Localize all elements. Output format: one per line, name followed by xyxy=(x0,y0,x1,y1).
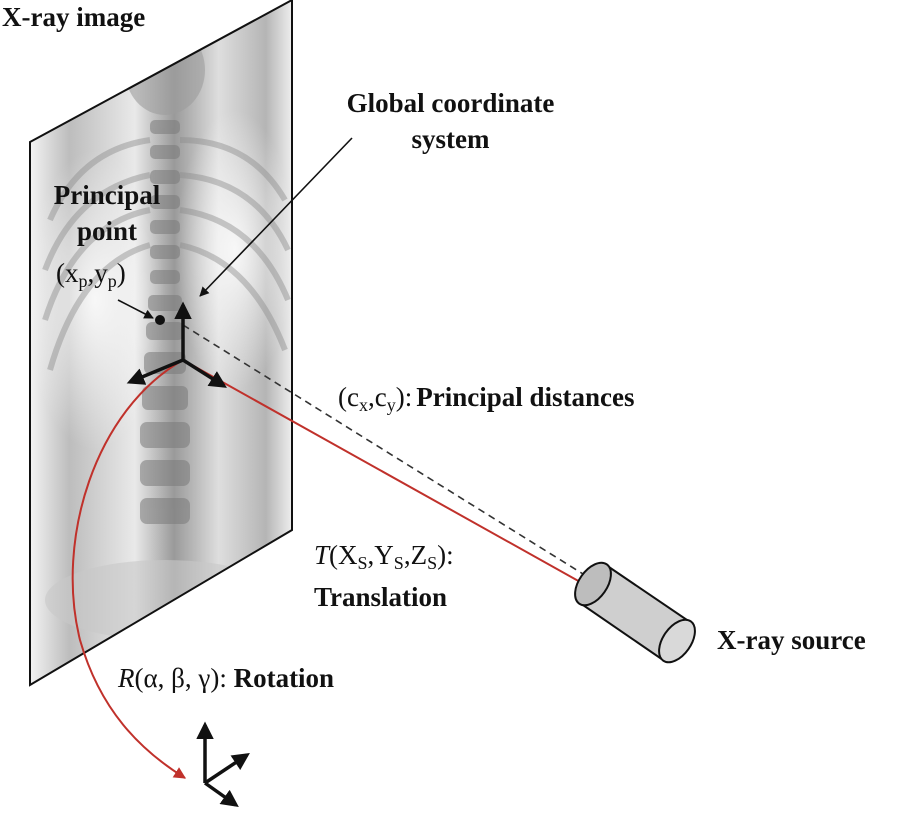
cylinder-icon xyxy=(574,561,696,664)
global-coordinate-pointer xyxy=(199,137,353,297)
xray-image-label: X-ray image xyxy=(2,2,146,32)
translation-arrow xyxy=(182,359,609,598)
rotation-label: R(α, β, γ): Rotation xyxy=(118,663,335,693)
xray-image-plate xyxy=(29,0,293,687)
xray-source-label: X-ray source xyxy=(717,625,866,655)
principal-point-pointer xyxy=(117,299,154,319)
global-coordinate-label: Global coordinate system xyxy=(346,88,555,154)
principal-point-coords: (xp,yp) xyxy=(56,258,126,291)
xyz-axes-icon xyxy=(126,301,227,388)
translation-label: T(XS,YS,ZS): Translation xyxy=(314,540,454,612)
principal-point-dot xyxy=(155,315,165,325)
principal-distances-label: (cx,cy):Principal distances xyxy=(338,382,635,415)
ribs xyxy=(42,137,291,371)
principal-distance-line xyxy=(182,324,613,593)
principal-point-label: Principal point xyxy=(53,180,161,246)
spine xyxy=(140,120,190,524)
xyz-axes-icon-source xyxy=(196,721,250,808)
rotation-arrow xyxy=(71,359,187,779)
